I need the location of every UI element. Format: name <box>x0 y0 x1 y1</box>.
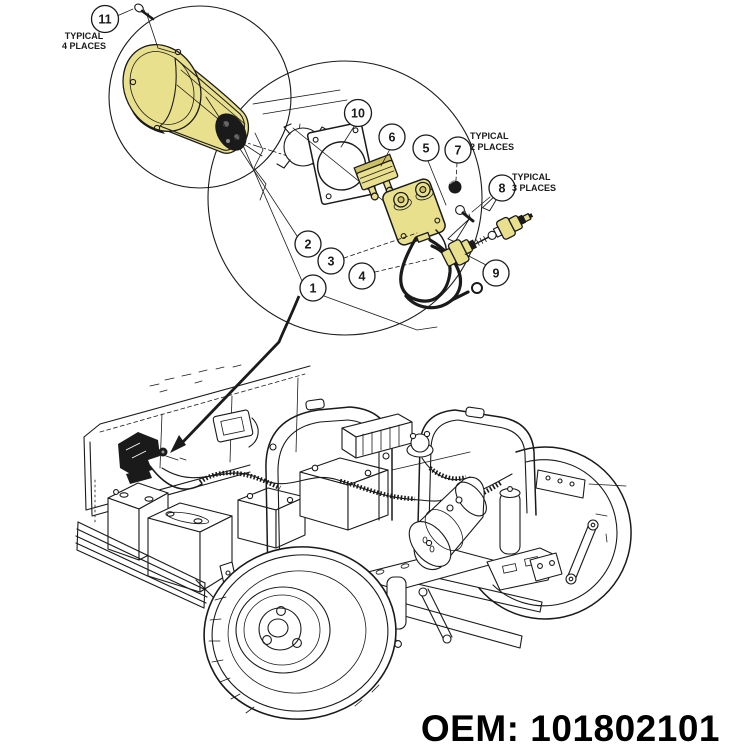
svg-text:3 PLACES: 3 PLACES <box>512 183 556 193</box>
connector-block <box>353 153 399 201</box>
svg-text:4 PLACES: 4 PLACES <box>62 41 106 51</box>
callout-4: 4 <box>348 262 376 290</box>
svg-text:6: 6 <box>389 131 396 145</box>
svg-text:3: 3 <box>328 255 335 269</box>
rear-canister <box>499 486 521 555</box>
location-arrow <box>170 295 301 453</box>
note-typical-2-places: TYPICAL 2 PLACES <box>470 131 514 152</box>
chassis-drawing <box>75 364 632 720</box>
motor <box>408 476 487 571</box>
callout-2: 2 <box>294 230 322 258</box>
gasket-plate <box>306 121 377 205</box>
svg-text:2 PLACES: 2 PLACES <box>470 142 514 152</box>
svg-text:7: 7 <box>455 144 462 158</box>
dash-cowl <box>83 364 311 526</box>
callout-1: 1 <box>299 274 327 302</box>
bezel-cylinder-edge <box>159 57 245 151</box>
installed-key-switch <box>118 432 203 490</box>
svg-text:10: 10 <box>351 107 365 121</box>
frame-hoops <box>265 398 537 583</box>
screw-8 <box>455 205 475 223</box>
callout-11: 11 <box>90 4 120 34</box>
detail-bubble-large <box>207 60 483 336</box>
bezel-flange-inner <box>129 51 195 125</box>
batteries <box>107 457 389 593</box>
svg-text:1: 1 <box>310 282 317 296</box>
front-wheel <box>203 546 397 720</box>
svg-text:9: 9 <box>493 267 500 281</box>
callout-10: 10 <box>343 98 373 128</box>
svg-text:2: 2 <box>305 238 312 252</box>
oem-number-label: OEM: 101802101 <box>421 708 720 749</box>
note-typical-4-places: TYPICAL 4 PLACES <box>62 31 106 51</box>
svg-text:8: 8 <box>499 182 506 196</box>
svg-text:TYPICAL: TYPICAL <box>512 172 551 182</box>
detail-bubble-small <box>108 5 292 189</box>
callout-7: 7 <box>444 136 472 164</box>
detail-bubbles <box>108 5 483 336</box>
ignition-cable <box>441 187 534 267</box>
callout-9: 9 <box>482 259 510 287</box>
leader-lines <box>116 8 491 331</box>
callout-8: 8 <box>488 174 516 202</box>
screw-11 <box>134 3 155 21</box>
callout-5: 5 <box>412 134 440 162</box>
key-switch-bezel <box>122 43 250 154</box>
rear-fender <box>478 446 632 620</box>
switch-body <box>382 178 446 246</box>
svg-text:TYPICAL: TYPICAL <box>65 31 104 41</box>
svg-text:11: 11 <box>98 13 111 27</box>
svg-text:4: 4 <box>359 270 366 284</box>
resistor-solenoid <box>341 413 434 459</box>
bezel-flange <box>122 43 202 133</box>
callout-6: 6 <box>378 123 406 151</box>
svg-text:5: 5 <box>423 142 430 156</box>
ring-terminal <box>471 282 483 294</box>
front-suspension <box>386 576 453 648</box>
cap-nut <box>448 180 462 194</box>
svg-text:TYPICAL: TYPICAL <box>470 131 509 141</box>
callout-3: 3 <box>317 247 345 275</box>
note-typical-3-places: TYPICAL 3 PLACES <box>512 172 556 193</box>
